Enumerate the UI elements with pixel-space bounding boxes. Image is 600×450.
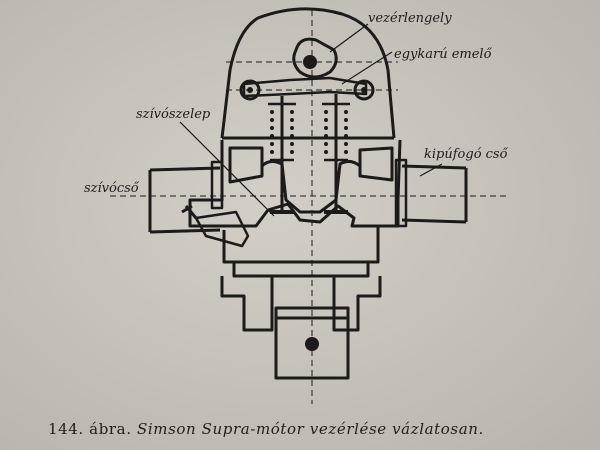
rocker-arm xyxy=(242,76,368,98)
valve-springs xyxy=(270,110,348,154)
label-intake-valve: szívószelep xyxy=(136,107,211,122)
cam-housing xyxy=(220,7,396,139)
caption-text: Simson Supra-mótor vezérlése vázlatosan. xyxy=(136,420,484,438)
valves xyxy=(268,94,350,214)
label-exhaust-pipe: kipúfogó cső xyxy=(424,147,509,162)
leader-lines xyxy=(179,23,443,217)
engine-outline xyxy=(148,7,468,380)
exhaust-pipe xyxy=(401,164,468,224)
center-lines xyxy=(110,10,510,404)
piston xyxy=(274,306,350,380)
figure-caption: 144. ábra. Simson Supra-mótor vezérlése … xyxy=(48,420,588,438)
spark-plug xyxy=(194,210,250,248)
label-rocker: egykarú emelő xyxy=(394,47,493,62)
label-intake-pipe: szívócső xyxy=(84,181,140,196)
cylinder-wall-right xyxy=(332,276,382,332)
caption-number: 144. ábra. xyxy=(48,420,132,438)
label-camshaft: vezérlengely xyxy=(368,11,452,26)
intake-pipe xyxy=(148,166,221,234)
cylinder-wall-left xyxy=(220,276,274,332)
